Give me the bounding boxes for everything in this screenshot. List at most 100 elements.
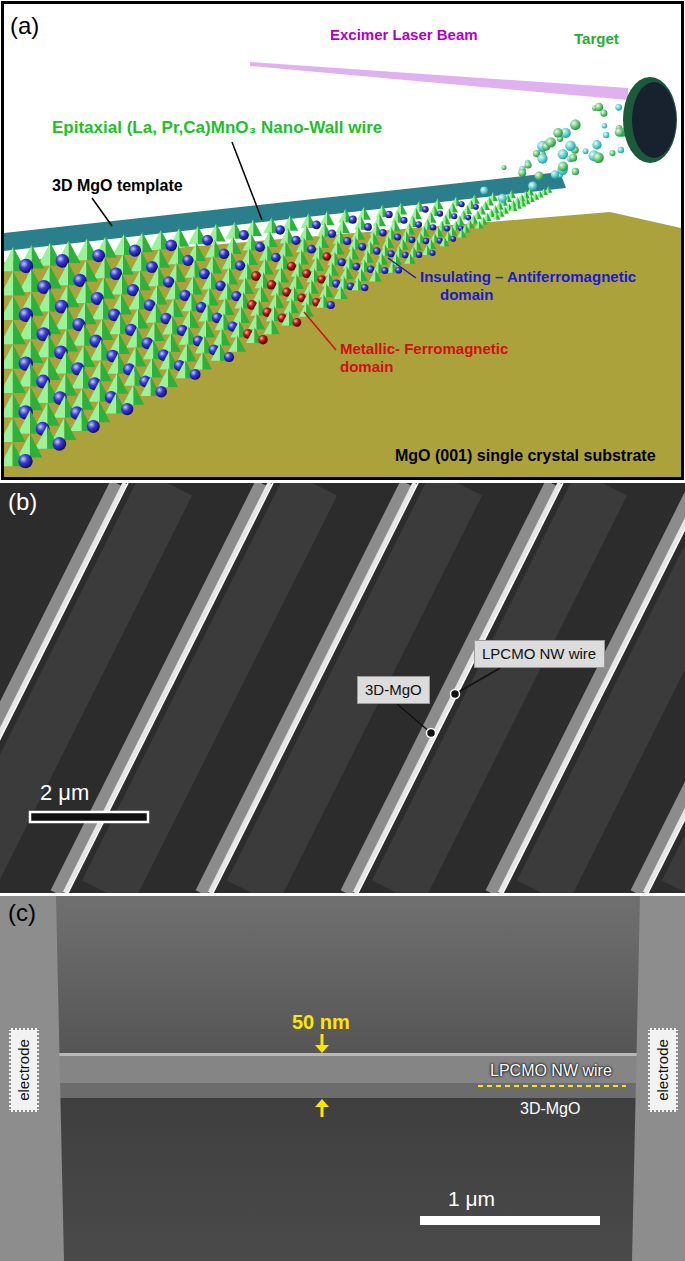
pyramid-face [510,204,514,211]
pyramid-face [55,307,67,330]
antiferromagnetic-domain [451,213,457,219]
pyramid-face [106,373,117,394]
nanowall-pyramids [4,186,552,469]
pyramid-face [508,194,512,202]
target-label: Target [574,30,619,48]
pyramid-face [89,380,100,401]
pyramid-face [489,197,494,206]
pyramid-face [185,259,195,277]
pyramid-face [102,319,113,340]
pyramid-face [155,321,165,341]
dimension-arrow [321,1106,324,1117]
pyramid-face [209,288,218,306]
scale-label: 1 μm [448,1186,495,1211]
pyramid-face [69,240,81,263]
pyramid-face [336,219,343,233]
pyramid-face [4,418,13,442]
label-tag: 3D-MgO [357,676,430,704]
pyramid-face [475,194,480,204]
pyramid-face [286,241,294,257]
pyramid-face [205,240,214,258]
antiferromagnetic-domain [255,242,265,252]
antiferromagnetic-domain [394,234,401,241]
pyramid-face [213,256,222,274]
antiferromagnetic-domain [18,454,32,468]
pyramid-face [438,227,443,237]
antiferromagnetic-domain [361,284,368,291]
antiferromagnetic-domain [450,236,456,242]
pyramid-face [518,202,522,209]
nanowire-edge [648,483,685,893]
pyramid-face [438,198,444,209]
electrode-pad [632,896,685,1261]
plume-particle [593,152,604,163]
pyramid-face [333,230,340,244]
pyramid-face [252,286,260,302]
pyramid-face [4,320,13,344]
pyramid-face [462,228,467,237]
pyramid-face [319,283,326,297]
pyramid-face [168,245,178,264]
target-disk [632,82,676,158]
dimension-arrow [315,1045,329,1053]
pyramid-face [276,293,284,309]
plume-particle [615,104,622,111]
pyramid-face [347,266,354,279]
pyramid-face [242,234,251,251]
pyramid-face [475,220,479,228]
pyramid-face [88,401,99,422]
pyramid-face [479,220,483,228]
pyramid-face [289,274,297,289]
panel-border [3,3,683,479]
pyramid-face [316,294,323,308]
pyramid-face [4,442,13,466]
pyramid-face [121,294,132,315]
pyramid-face [369,269,375,281]
pyramid-face [106,236,117,257]
plume-particle [528,181,537,190]
pyramid-face [496,212,500,220]
antiferromagnetic-domain [379,229,386,236]
antiferromagnetic-domain [312,220,321,229]
pyramid-face [379,214,386,227]
pyramid-face [341,286,348,299]
pyramid-face [255,272,263,288]
substrate [4,212,681,477]
tag-text: 3D-MgO [365,681,422,699]
pyramid-face [30,386,43,410]
plume-particle [501,165,506,170]
pyramid-face [544,188,548,195]
pyramid-face [84,345,96,367]
pyramid-face [493,192,498,201]
pyramid-face [306,302,314,316]
pyramid-face [301,213,309,228]
plume-particle [553,128,563,138]
pyramid-face [179,326,189,344]
pyramid-face [403,238,409,249]
antiferromagnetic-domain [235,260,245,270]
pyramid-face [165,280,175,299]
pyramid-face [501,209,505,217]
nanowire [0,483,125,893]
pyramid-face [467,205,472,215]
pyramid-face [417,239,423,250]
pyramid-face [481,206,486,215]
antiferromagnetic-domain [87,420,100,433]
pyramid-face [470,219,475,228]
dimension-label: 50 nm [292,1010,350,1034]
pyramid-face [168,368,178,387]
pyramid-face [190,309,200,327]
sem-ground [0,1056,685,1261]
pyramid-face [4,369,13,393]
plume-particles [480,97,633,202]
leader-line [304,312,336,350]
pyramid-face [176,360,186,378]
pyramid-face [93,257,104,278]
domain-label: Insulating – Antiferromagnetic domain [420,268,665,304]
pyramid-face [268,293,276,309]
pyramid-face [109,313,120,334]
pyramid-face [512,190,516,198]
mgo-ridge [50,1083,645,1098]
plume-particle [535,171,544,180]
antiferromagnetic-domain [385,211,392,218]
